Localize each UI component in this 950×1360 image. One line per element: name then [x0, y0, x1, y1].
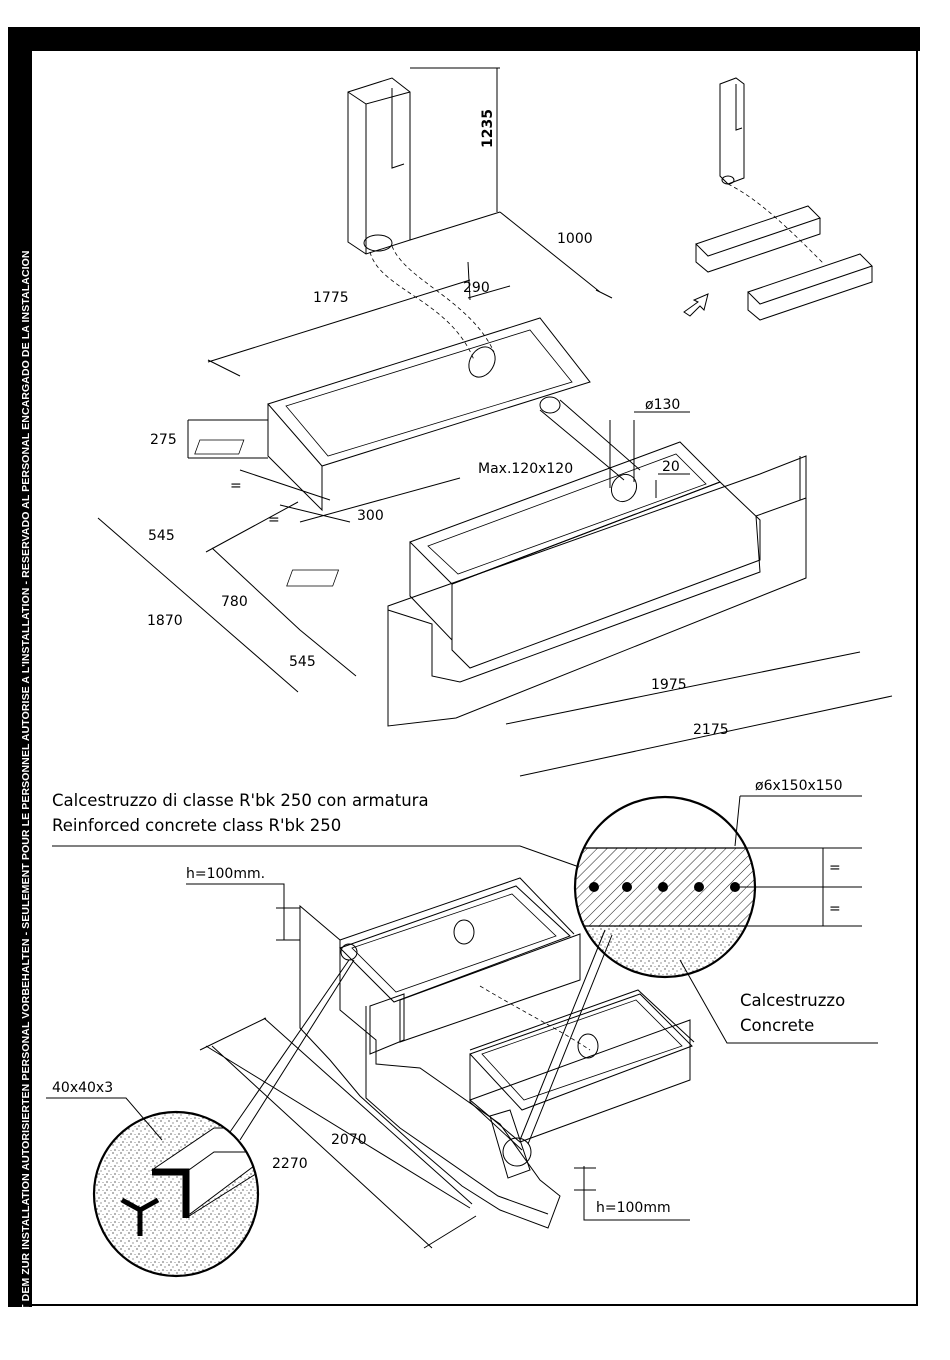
drawing-frame [32, 51, 918, 1306]
dim-545a: 545 [148, 528, 175, 544]
dim-290: 290 [463, 280, 490, 296]
dim-275: 275 [150, 432, 177, 448]
dim-1975: 1975 [651, 677, 687, 693]
dim-545b: 545 [289, 654, 316, 670]
concrete-label-en: Concrete [740, 1016, 814, 1035]
dim-300: 300 [357, 508, 384, 524]
dim-20: 20 [662, 459, 680, 475]
top-assembly-view: 1235 1000 1775 290 275 = = 300 [97, 67, 893, 777]
bottom-dimensions: 1975 2175 [505, 651, 893, 777]
eq-mark-a: = [829, 860, 841, 876]
dim-1775: 1775 [313, 290, 349, 306]
eq-mark-1: = [230, 478, 242, 494]
dim-780: 780 [221, 594, 248, 610]
eq-mark-b: = [829, 901, 841, 917]
dim-1000: 1000 [557, 231, 593, 247]
dim-2175: 2175 [693, 722, 729, 738]
dim-1235: 1235 [480, 109, 496, 148]
title-italian: Calcestruzzo di classe R'bk 250 con arma… [52, 791, 429, 810]
bottom-detail-view: Calcestruzzo di classe R'bk 250 con arma… [46, 778, 878, 1278]
small-inset [683, 77, 873, 321]
dim-1870: 1870 [147, 613, 183, 629]
appliance-unit: 1235 1000 [347, 67, 613, 361]
angle-detail-circle: 40x40x3 [46, 1080, 260, 1278]
dim-max: Max.120x120 [478, 461, 573, 477]
height-label-a: h=100mm. [186, 866, 265, 882]
top-black-bar [8, 27, 920, 51]
dim-dia130: ø130 [645, 397, 680, 413]
rebar-dots-icon [589, 882, 740, 892]
upper-trench: 1775 290 275 = = 300 [150, 261, 591, 528]
eq-mark-2: = [268, 512, 280, 528]
angle-spec: 40x40x3 [52, 1080, 113, 1096]
pipe: ø130 Max.120x120 20 [478, 396, 690, 503]
concrete-label-it: Calcestruzzo [740, 991, 845, 1010]
lower-trench [286, 441, 807, 727]
arrow-icon [683, 293, 709, 317]
dim-2270: 2270 [272, 1156, 308, 1172]
left-dimensions: 545 780 1870 545 [97, 501, 357, 693]
rebar-detail-circle: ø6x150x150 = = Calcestruzzo Concrete [573, 778, 878, 1044]
sidebar-notice-strip: IST DEM ZUR INSTALLATION AUTORISIERTEN P… [8, 27, 32, 1307]
title-english: Reinforced concrete class R'bk 250 [52, 816, 341, 835]
mesh-spec: ø6x150x150 [755, 778, 843, 794]
dim-2070: 2070 [331, 1132, 367, 1148]
height-label-b: h=100mm [596, 1200, 671, 1216]
